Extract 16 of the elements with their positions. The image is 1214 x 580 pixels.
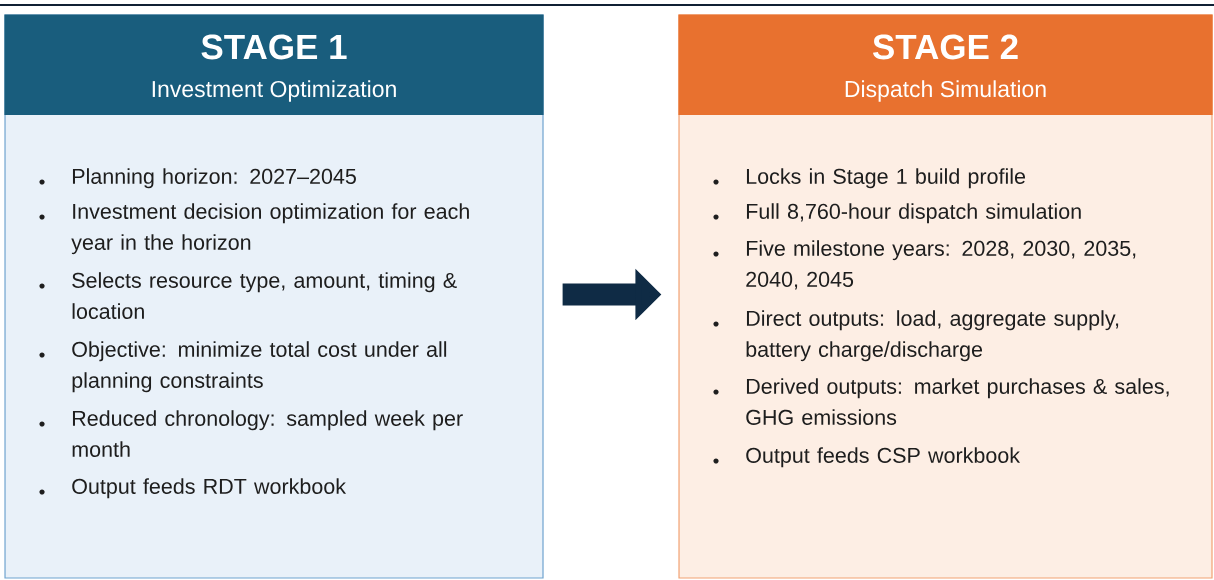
bullet-item: Objective: minimize total cost under all planning constraints xyxy=(39,341,447,393)
bullet-item: Output feeds CSP workbook xyxy=(713,447,1021,468)
bullet-item: Five milestone years: 2028, 2030, 2035, 2040, 2045 xyxy=(713,240,1136,290)
bullet-item: Output feeds RDT workbook xyxy=(39,478,347,499)
stage-subtitle: Investment Optimization xyxy=(152,80,396,102)
bullet-item: Derived outputs: market purchases & sales, GHG emissions xyxy=(713,378,1169,425)
bullet-item: Reduced chronology: sampled week per month xyxy=(39,410,463,457)
bullet-item: Locks in Stage 1 build profile xyxy=(713,168,1026,189)
bullet-item: Planning horizon: 2027–2045 xyxy=(39,168,356,189)
stage-title: STAGE 1 xyxy=(201,34,347,60)
bullet-item: Investment decision optimization for each year in the horizon xyxy=(39,203,469,255)
bullet-item: Selects resource type, amount, timing & location xyxy=(39,272,457,319)
stage-subtitle: Dispatch Simulation xyxy=(845,80,1046,102)
stage-title: STAGE 2 xyxy=(872,34,1018,60)
bullet-item: Full 8,760-hour dispatch simulation xyxy=(713,203,1081,224)
bullet-item: Direct outputs: load, aggregate supply, battery charge/discharge xyxy=(713,310,1119,362)
